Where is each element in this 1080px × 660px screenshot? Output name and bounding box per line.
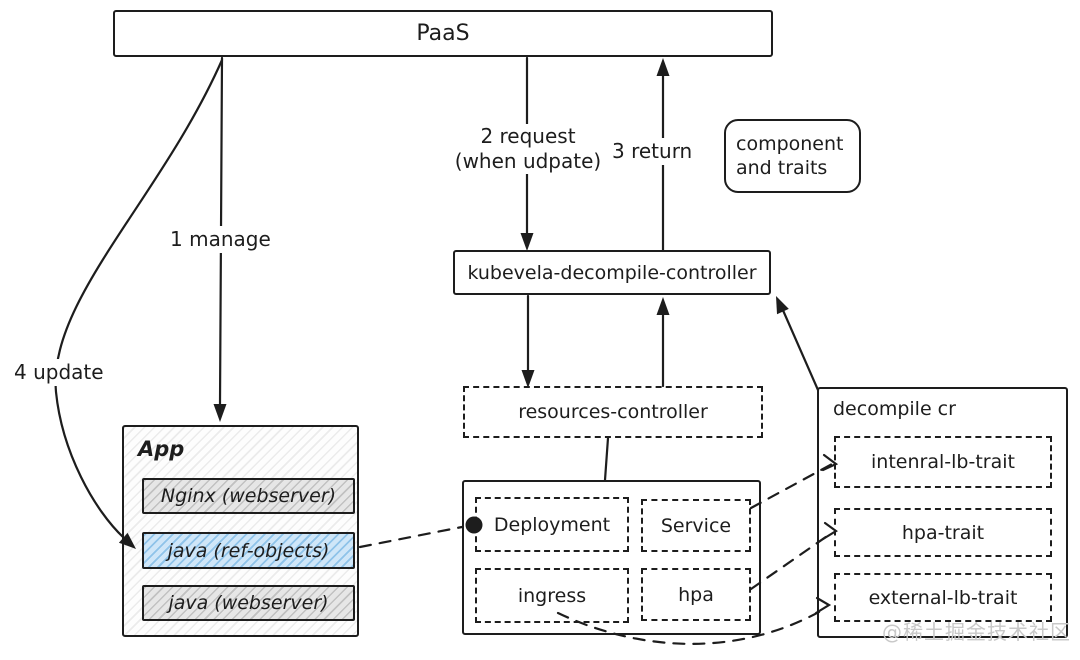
workload-cell-ingress: ingress bbox=[475, 568, 629, 623]
decompile-cr-title: decompile cr bbox=[833, 398, 956, 420]
workload-cell-hpa: hpa bbox=[641, 568, 751, 621]
app-row-nginx-webserver: Nginx (webserver) bbox=[142, 478, 355, 514]
trait-external-lb: external-lb-trait bbox=[834, 573, 1052, 622]
kubevela-decompile-controller-node: kubevela-decompile-controller bbox=[453, 250, 771, 295]
arrow-decompile-to-controller bbox=[776, 296, 820, 392]
edge-label-request: 2 request (when udpate) bbox=[446, 124, 610, 174]
component-traits-line2: and traits bbox=[736, 157, 828, 179]
kubevela-label: kubevela-decompile-controller bbox=[467, 261, 757, 284]
app-row-java-ref-objects: java (ref-objects) bbox=[142, 532, 355, 569]
app-row-label: java (webserver) bbox=[168, 592, 329, 614]
workload-cell-label: Service bbox=[660, 514, 732, 537]
paas-label: PaaS bbox=[416, 21, 470, 46]
workload-cell-label: Deployment bbox=[493, 513, 611, 536]
edge-label-request-line1: 2 request bbox=[480, 124, 576, 148]
edge-label-manage: 1 manage bbox=[166, 226, 275, 253]
app-node: App Nginx (webserver) java (ref-objects)… bbox=[122, 425, 359, 637]
line-resources-to-workload bbox=[603, 436, 610, 482]
component-traits-node: component and traits bbox=[724, 119, 861, 193]
workload-cell-label: hpa bbox=[678, 583, 714, 606]
arrow-return-bottom bbox=[656, 297, 670, 388]
trait-intenral-lb: intenral-lb-trait bbox=[834, 436, 1052, 488]
app-row-label: Nginx (webserver) bbox=[160, 485, 337, 507]
decompile-cr-node: decompile cr intenral-lb-trait hpa-trait… bbox=[817, 387, 1068, 638]
workload-cell-label: ingress bbox=[517, 584, 587, 607]
edge-label-request-line2: (when udpate) bbox=[454, 149, 602, 173]
watermark-text: @稀土掘金技术社区 bbox=[882, 620, 1071, 644]
resources-controller-node: resources-controller bbox=[463, 386, 763, 438]
trait-hpa: hpa-trait bbox=[834, 508, 1052, 557]
resources-controller-label: resources-controller bbox=[518, 401, 708, 423]
workload-cell-deployment: Deployment bbox=[475, 497, 629, 552]
paas-node: PaaS bbox=[113, 10, 773, 57]
app-row-label: java (ref-objects) bbox=[167, 539, 330, 562]
workload-resources-node: Deployment Service ingress hpa bbox=[462, 480, 761, 635]
app-row-java-webserver: java (webserver) bbox=[142, 585, 355, 621]
edge-label-return: 3 return bbox=[608, 138, 697, 165]
component-traits-line1: component bbox=[736, 133, 844, 155]
app-title: App bbox=[138, 437, 185, 461]
trait-label: external-lb-trait bbox=[868, 586, 1018, 609]
arrow-request-bottom bbox=[521, 294, 535, 388]
edge-label-update: 4 update bbox=[10, 359, 108, 386]
trait-label: intenral-lb-trait bbox=[871, 451, 1015, 473]
trait-label: hpa-trait bbox=[901, 521, 985, 544]
workload-cell-service: Service bbox=[641, 499, 751, 552]
